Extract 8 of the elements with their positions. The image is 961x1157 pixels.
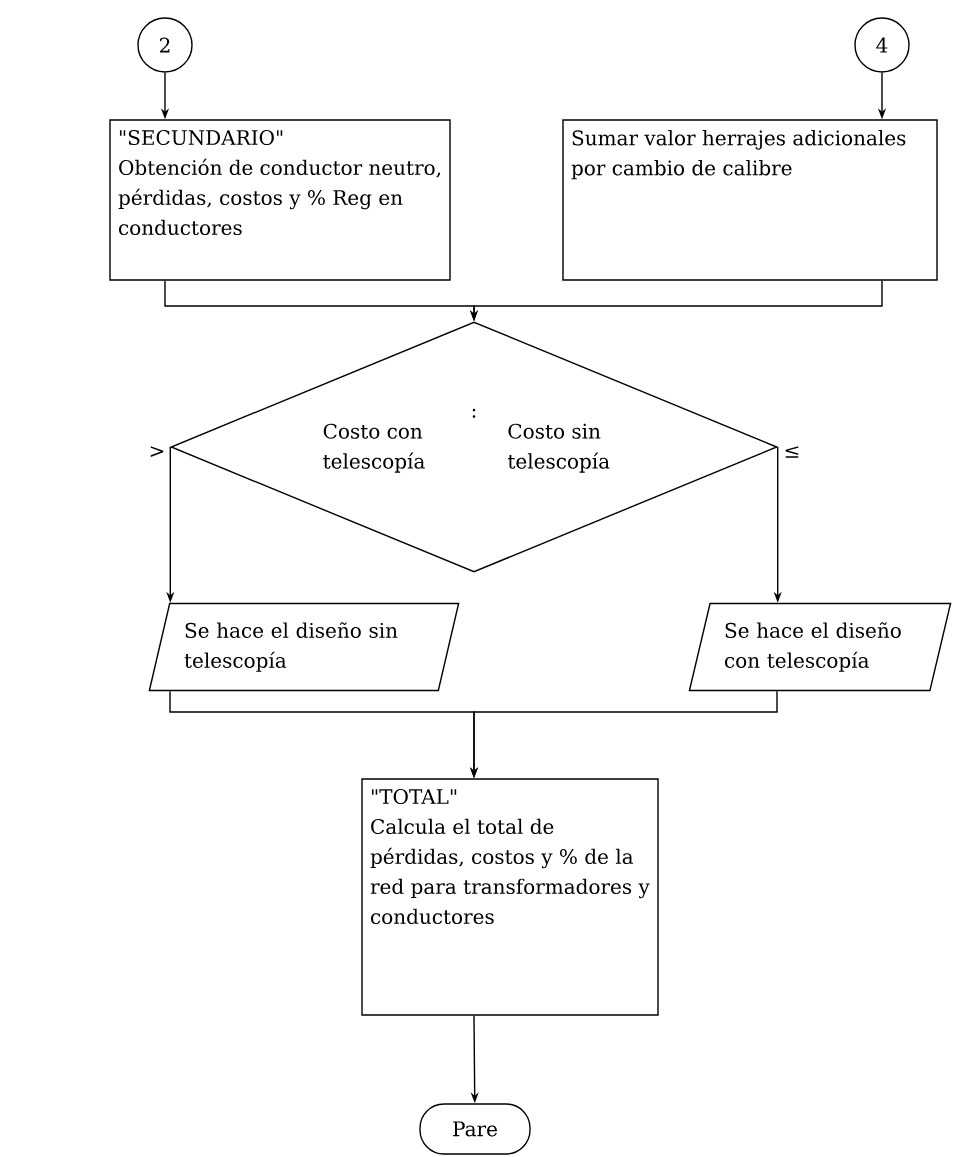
io-parallelogram: Se hace el diseño sin telescopía	[148, 602, 460, 692]
edge-label: ≤	[782, 445, 802, 459]
process-box: "SECUNDARIO" Obtención de conductor neutro, pérdidas, costos y % Reg en conductores	[109, 119, 451, 281]
terminator: Pare	[419, 1103, 531, 1155]
edge-label: >	[147, 445, 167, 459]
process-box: "TOTAL" Calcula el total de pérdidas, costos y % de la red para transformadores y conductores	[361, 778, 659, 1016]
io-parallelogram: Se hace el diseño con telescopía	[688, 602, 952, 692]
process-box: Sumar valor herrajes adicionales por cambio de calibre	[562, 119, 938, 281]
